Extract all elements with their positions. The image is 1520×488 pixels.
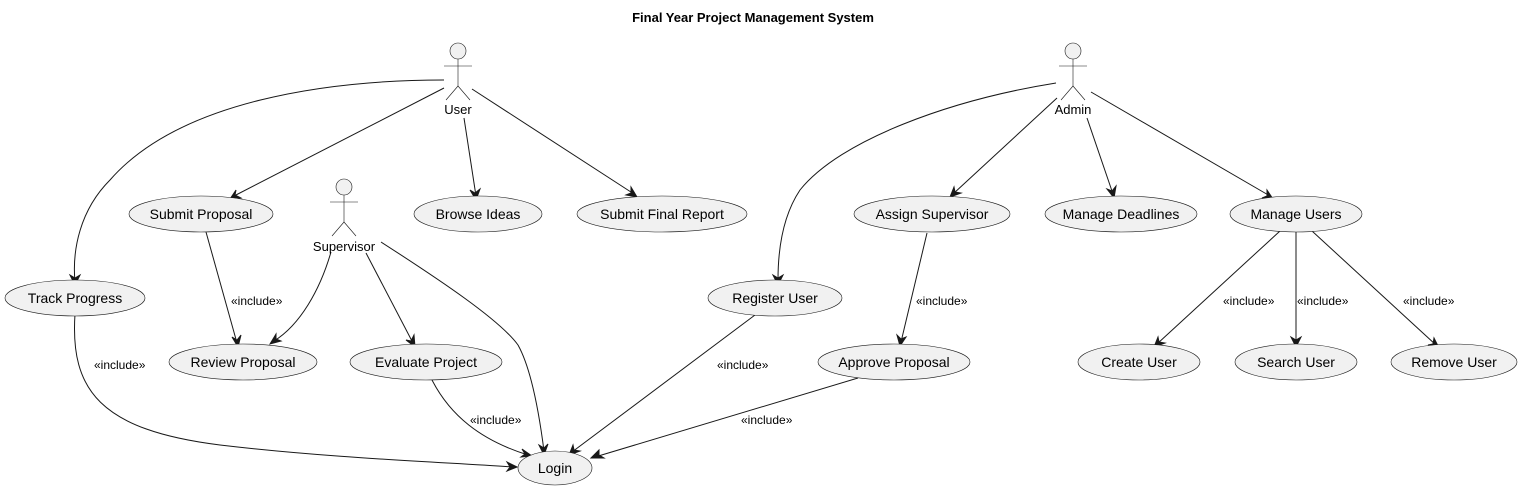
use-case-approve-proposal[interactable]: Approve Proposal (817, 343, 971, 381)
use-case-manage-users[interactable]: Manage Users (1229, 195, 1363, 233)
use-case-label: Review Proposal (190, 354, 295, 370)
edge-assign-approve (900, 232, 928, 343)
use-case-search-user[interactable]: Search User (1234, 343, 1358, 381)
edge-admin-register (777, 82, 1057, 281)
edge-supervisor-evaluate (365, 252, 414, 344)
use-case-login[interactable]: Login (517, 450, 593, 486)
use-case-label: Evaluate Project (375, 354, 477, 370)
edge-admin-deadlines (1086, 117, 1114, 195)
edge-register-login (571, 314, 756, 453)
edge-user-submit-proposal (233, 87, 445, 197)
use-case-browse-ideas[interactable]: Browse Ideas (413, 195, 543, 233)
stereotype-label: «include» (94, 358, 146, 372)
arrowhead (589, 448, 606, 459)
use-case-assign-supervisor[interactable]: Assign Supervisor (853, 195, 1011, 233)
edge-manage-remove (1311, 230, 1437, 346)
use-case-label: Browse Ideas (436, 206, 521, 222)
stereotype-label: «include» (1403, 294, 1455, 308)
use-case-register-user[interactable]: Register User (707, 279, 843, 317)
arrowhead (519, 448, 534, 458)
use-case-label: Manage Deadlines (1063, 206, 1180, 222)
stereotype-label: «include» (470, 413, 522, 427)
use-case-label: Login (538, 460, 572, 476)
use-case-label: Submit Final Report (600, 206, 724, 222)
stereotype-label: «include» (717, 358, 769, 372)
edge-evaluate-login (431, 379, 529, 456)
use-case-label: Remove User (1411, 354, 1497, 370)
stereotype-label: «include» (231, 294, 283, 308)
edge-supervisor-review (273, 251, 332, 342)
actor-user[interactable]: User (444, 42, 472, 117)
edge-user-submit-final-report (471, 88, 635, 195)
use-case-label: Submit Proposal (150, 206, 253, 222)
use-case-remove-user[interactable]: Remove User (1390, 343, 1518, 381)
arrowhead (1105, 184, 1117, 200)
stereotype-labels: «include» «include» «include» «include» … (94, 294, 1455, 427)
diagram-title: Final Year Project Management System (632, 10, 874, 25)
arrowhead (268, 332, 283, 345)
use-case-label: Approve Proposal (838, 354, 949, 370)
use-case-track-progress[interactable]: Track Progress (4, 279, 146, 317)
stereotype-label: «include» (916, 294, 968, 308)
actor-admin[interactable]: Admin (1055, 42, 1092, 117)
use-case-review-proposal[interactable]: Review Proposal (168, 343, 318, 381)
actor-supervisor[interactable]: Supervisor (313, 178, 376, 254)
stick-figure-icon (330, 178, 358, 237)
edge-user-track-progress (73, 79, 445, 283)
use-case-label: Register User (732, 290, 818, 306)
actor-label: Admin (1055, 102, 1092, 117)
arrowhead (505, 460, 519, 473)
use-case-manage-deadlines[interactable]: Manage Deadlines (1044, 195, 1198, 233)
edge-user-browse-ideas (463, 117, 477, 197)
use-case-label: Manage Users (1250, 206, 1341, 222)
arrowhead (469, 187, 482, 202)
actor-label: User (444, 102, 472, 117)
edge-admin-manage-users (1090, 91, 1271, 197)
arrowhead (624, 185, 638, 198)
use-case-label: Track Progress (28, 290, 122, 306)
edge-admin-assign (952, 97, 1058, 195)
use-case-submit-final-report[interactable]: Submit Final Report (576, 195, 748, 233)
arrowhead (1289, 335, 1303, 349)
arrowhead (949, 185, 963, 198)
edge-supervisor-login (380, 241, 545, 452)
stick-figure-icon (444, 42, 472, 101)
use-case-submit-proposal[interactable]: Submit Proposal (128, 195, 274, 233)
edge-manage-create (1156, 230, 1281, 345)
stereotype-label: «include» (741, 413, 793, 427)
edge-approve-login (594, 377, 859, 458)
stick-figure-icon (1059, 42, 1087, 101)
arrowhead (537, 443, 549, 457)
actor-label: Supervisor (313, 239, 376, 254)
edge-track-progress-login (73, 313, 514, 468)
stereotype-label: «include» (1223, 294, 1275, 308)
arrowhead (896, 333, 908, 348)
use-case-create-user[interactable]: Create User (1077, 343, 1201, 381)
use-case-label: Create User (1101, 354, 1177, 370)
edge-submit-review (205, 231, 238, 344)
use-case-evaluate-project[interactable]: Evaluate Project (349, 343, 503, 381)
use-case-label: Assign Supervisor (876, 206, 989, 222)
use-case-label: Search User (1257, 354, 1335, 370)
stereotype-label: «include» (1297, 294, 1349, 308)
edges (68, 79, 1440, 473)
